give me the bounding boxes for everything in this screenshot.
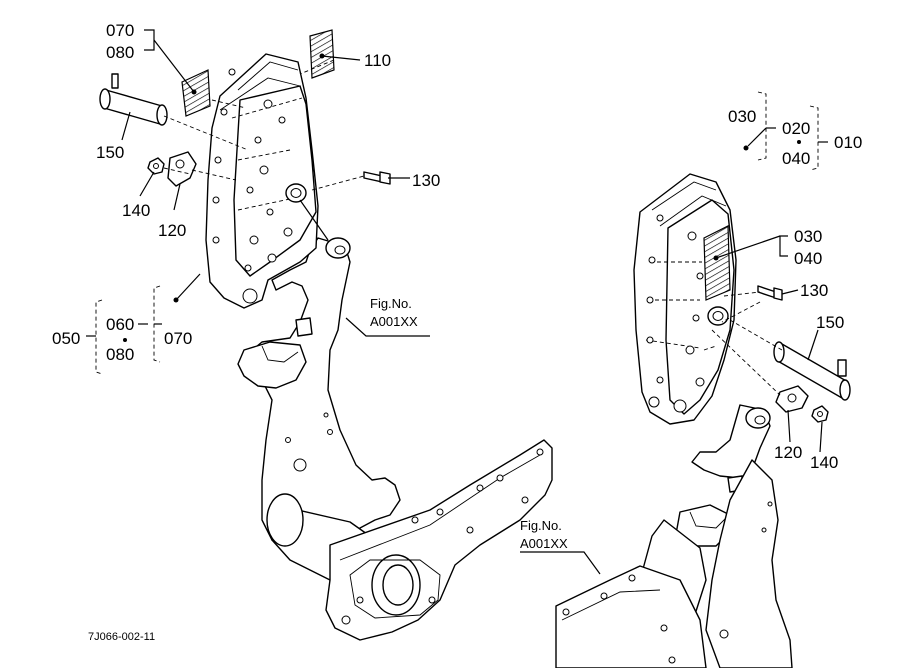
label-010: 010 bbox=[834, 133, 862, 152]
label-070-left: 070 bbox=[106, 21, 134, 40]
left-nut-140 bbox=[147, 157, 165, 175]
label-070-left-group: 070 bbox=[164, 329, 192, 348]
label-140-left: 140 bbox=[122, 201, 150, 220]
label-030-right: 030 bbox=[794, 227, 822, 246]
label-120-left: 120 bbox=[158, 221, 186, 240]
fig-ref-right-number: A001XX bbox=[520, 536, 568, 551]
left-bracket-120 bbox=[167, 151, 197, 187]
right-pad-030-040 bbox=[703, 225, 731, 301]
label-030-top: 030 bbox=[728, 107, 756, 126]
label-040-top: 040 bbox=[782, 149, 810, 168]
label-130-left: 130 bbox=[412, 171, 440, 190]
label-150-right: 150 bbox=[816, 313, 844, 332]
callout-leaders bbox=[86, 29, 828, 575]
fig-ref-right-title: Fig.No. bbox=[520, 518, 562, 533]
label-080-left-group: 080 bbox=[106, 345, 134, 364]
fig-ref-left-number: A001XX bbox=[370, 314, 418, 329]
part-number-labels: 070 080 110 150 140 120 130 050 060 080 … bbox=[52, 21, 862, 472]
label-060: 060 bbox=[106, 315, 134, 334]
fig-ref-left-title: Fig.No. bbox=[370, 296, 412, 311]
figure-references: Fig.No. A001XX Fig.No. A001XX bbox=[370, 296, 568, 551]
label-130-right: 130 bbox=[800, 281, 828, 300]
right-pin-150 bbox=[773, 341, 851, 401]
drawing-code: 7J066-002-11 bbox=[88, 631, 155, 643]
label-150-left: 150 bbox=[96, 143, 124, 162]
right-pedal-assembly bbox=[555, 173, 851, 668]
left-pin-150 bbox=[99, 73, 168, 126]
label-020: 020 bbox=[782, 119, 810, 138]
left-bolt-130 bbox=[363, 171, 391, 185]
label-050: 050 bbox=[52, 329, 80, 348]
label-080-left: 080 bbox=[106, 43, 134, 62]
label-110: 110 bbox=[364, 51, 391, 70]
label-140-right: 140 bbox=[810, 453, 838, 472]
right-bolt-130 bbox=[757, 285, 783, 301]
right-mounting-plate bbox=[555, 565, 707, 668]
label-120-right: 120 bbox=[774, 443, 802, 462]
label-040-right: 040 bbox=[794, 249, 822, 268]
right-nut-140 bbox=[811, 405, 829, 423]
